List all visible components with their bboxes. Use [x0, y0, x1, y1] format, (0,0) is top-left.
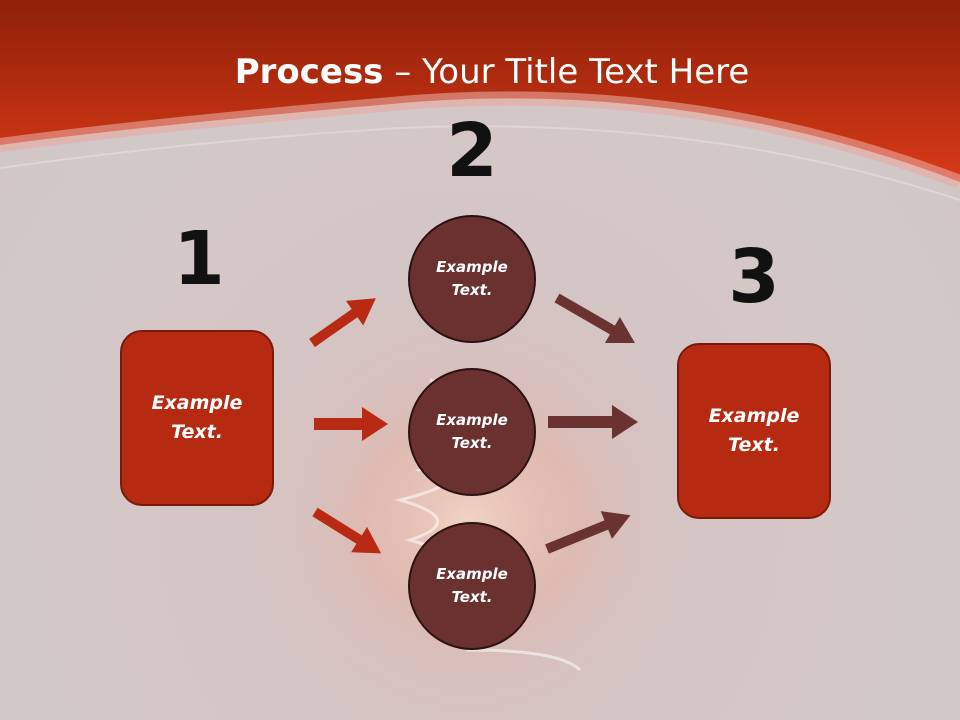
title-rest: – Your Title Text Here — [383, 52, 750, 92]
step-1-label: Example Text. — [151, 392, 243, 443]
arrow-top-to-right — [554, 293, 635, 343]
arrow-bottom-to-right — [545, 511, 631, 554]
middle-node-top-label: Example Text. — [436, 258, 508, 299]
title-strong: Process — [234, 52, 384, 92]
arrows-left-group — [309, 298, 388, 554]
middle-node-top: Example Text. — [408, 215, 536, 343]
step-number-1: 1 — [173, 216, 225, 302]
arrow-left-to-bottom — [312, 507, 382, 554]
step-1-box: Example Text. — [120, 330, 274, 506]
middle-node-bottom: Example Text. — [408, 522, 536, 650]
step-3-box: Example Text. — [677, 343, 831, 519]
arrow-left-to-top — [309, 298, 376, 348]
arrow-center-to-right — [548, 405, 638, 439]
slide-title: Process – Your Title Text Here — [0, 52, 960, 92]
banner-arc — [0, 91, 960, 189]
banner-arc-shine — [0, 125, 960, 201]
arrows-right-group — [545, 293, 638, 554]
middle-node-center: Example Text. — [408, 368, 536, 496]
middle-node-bottom-label: Example Text. — [436, 565, 508, 606]
arrow-left-to-center — [314, 407, 388, 441]
title-banner — [0, 0, 960, 182]
middle-node-center-label: Example Text. — [436, 411, 508, 452]
step-3-label: Example Text. — [708, 405, 800, 456]
step-number-2: 2 — [446, 108, 498, 194]
step-number-3: 3 — [728, 234, 780, 320]
